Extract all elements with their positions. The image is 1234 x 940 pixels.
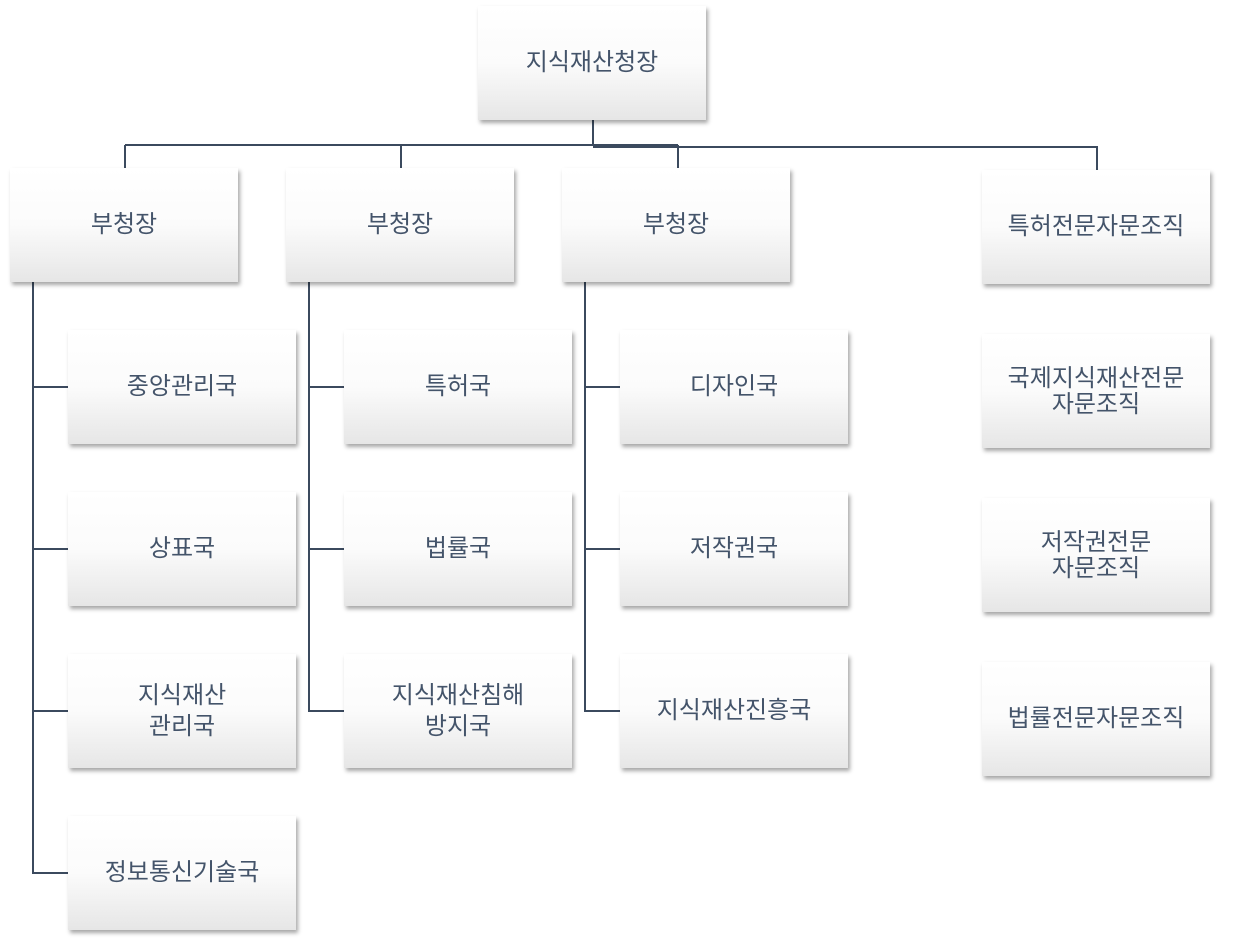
deputy-box-2: 부청장 [286, 168, 514, 282]
group-2-connector [308, 282, 344, 712]
bureau-box: 법률국 [344, 492, 572, 606]
root-connector [124, 120, 1098, 170]
bureau-box: 특허국 [344, 330, 572, 444]
advisory-box: 법률전문자문조직 [982, 662, 1210, 776]
bureau-box: 상표국 [68, 492, 296, 606]
group-1-connector [32, 282, 68, 874]
deputy-box-1: 부청장 [10, 168, 238, 282]
advisory-box: 저작권전문 자문조직 [982, 498, 1210, 612]
advisory-box-patent: 특허전문자문조직 [982, 170, 1210, 284]
bureau-box: 지식재산 관리국 [68, 654, 296, 768]
bureau-box: 저작권국 [620, 492, 848, 606]
bureau-box: 중앙관리국 [68, 330, 296, 444]
bureau-box: 정보통신기술국 [68, 816, 296, 930]
bureau-box: 지식재산진흥국 [620, 654, 848, 768]
group-3-connector [584, 282, 620, 712]
deputy-box-3: 부청장 [562, 168, 790, 282]
root-box: 지식재산청장 [478, 6, 706, 120]
bureau-box: 지식재산침해 방지국 [344, 654, 572, 768]
advisory-box: 국제지식재산전문 자문조직 [982, 334, 1210, 448]
bureau-box: 디자인국 [620, 330, 848, 444]
